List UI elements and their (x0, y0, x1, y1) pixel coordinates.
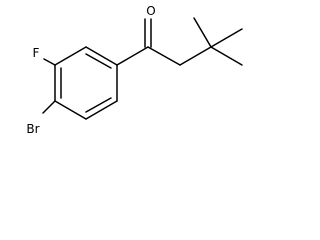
ring-to-carbonyl-bond (116, 46, 149, 66)
ring-bond (85, 100, 118, 120)
methyl-bond (210, 46, 243, 66)
ring-bond (85, 46, 118, 66)
methyl-bond (193, 17, 212, 48)
fluorine-bond (43, 58, 56, 66)
benzene-ring (54, 46, 118, 120)
acyl-chain (116, 17, 243, 66)
bromine-bond (42, 100, 56, 114)
fluorine-label: F (33, 46, 40, 60)
ring-bond (54, 46, 87, 66)
chemical-structure: O F Br (26, 4, 243, 136)
oxygen-label: O (146, 4, 155, 18)
ring-double-bond (85, 97, 112, 113)
methyl-bond (210, 28, 243, 48)
bromine-label: Br (26, 122, 39, 136)
ring-bond (54, 100, 87, 120)
carbonyl-to-methylene-bond (147, 46, 181, 66)
ring-double-bond (85, 53, 112, 69)
methylene-to-quaternary-bond (179, 46, 212, 66)
